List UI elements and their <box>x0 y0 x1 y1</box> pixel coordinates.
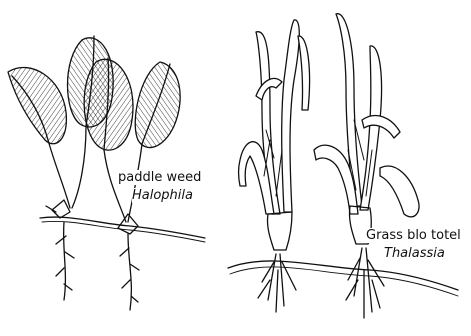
grass-scientific-name: Thalassia <box>384 246 445 261</box>
paddle-weed-common-name: paddle weed <box>118 170 201 185</box>
grass-common-name: Grass blo totel <box>366 228 461 243</box>
paddle-weed-scientific-name: Halophila <box>132 188 193 203</box>
